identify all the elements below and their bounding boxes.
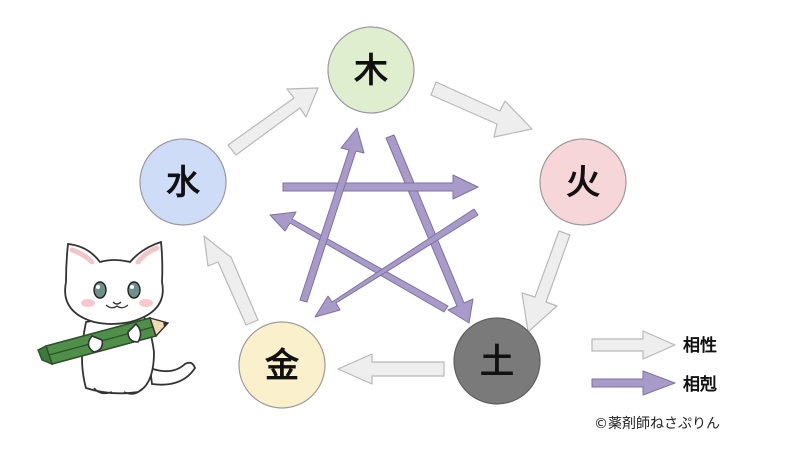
metal-label: 金 (264, 346, 300, 386)
earth-circle (453, 317, 541, 405)
legend-overcoming-arrow-icon (591, 370, 676, 396)
arrow-wood-to-earth (385, 134, 474, 324)
node-earth: 土 (453, 317, 541, 405)
node-metal: 金 (238, 321, 326, 409)
arrow-wood-to-fire (430, 81, 533, 138)
overcoming-arrows (269, 127, 479, 324)
fire-label: 火 (566, 163, 600, 203)
legend-overcoming-label: 相剋 (683, 374, 717, 395)
node-wood: 木 (327, 26, 415, 114)
earth-label: 土 (480, 342, 514, 382)
cat-paws (87, 322, 142, 353)
fire-circle (539, 138, 627, 226)
wood-label: 木 (353, 51, 388, 91)
node-water: 水 (139, 138, 227, 226)
legend-generating-label: 相性 (683, 335, 717, 356)
cat-feet (93, 387, 143, 395)
arrow-fire-to-earth (521, 230, 571, 333)
arrow-metal-to-water (203, 235, 259, 326)
element-nodes: 木 火 土 金 水 (139, 26, 627, 409)
arrow-earth-to-metal (337, 353, 445, 385)
white-cat-holding-green-pencil-icon (37, 240, 197, 395)
cat-head (64, 240, 164, 325)
wood-circle (327, 26, 415, 114)
arrow-fire-to-metal (314, 208, 479, 318)
node-fire: 火 (539, 138, 627, 226)
cat-tail (148, 361, 197, 386)
water-circle (139, 138, 227, 226)
arrow-water-to-fire (282, 174, 479, 200)
credit-text: ©薬剤師ねさぷりん (594, 416, 720, 432)
arrow-metal-to-wood (299, 127, 365, 303)
arrow-earth-to-water (269, 211, 449, 313)
legend: 相性 相剋 (591, 330, 717, 396)
metal-circle (238, 321, 326, 409)
water-label: 水 (166, 163, 201, 203)
arrow-water-to-wood (227, 87, 319, 156)
generating-arrows (203, 81, 571, 385)
legend-generating-arrow-icon (591, 330, 676, 360)
